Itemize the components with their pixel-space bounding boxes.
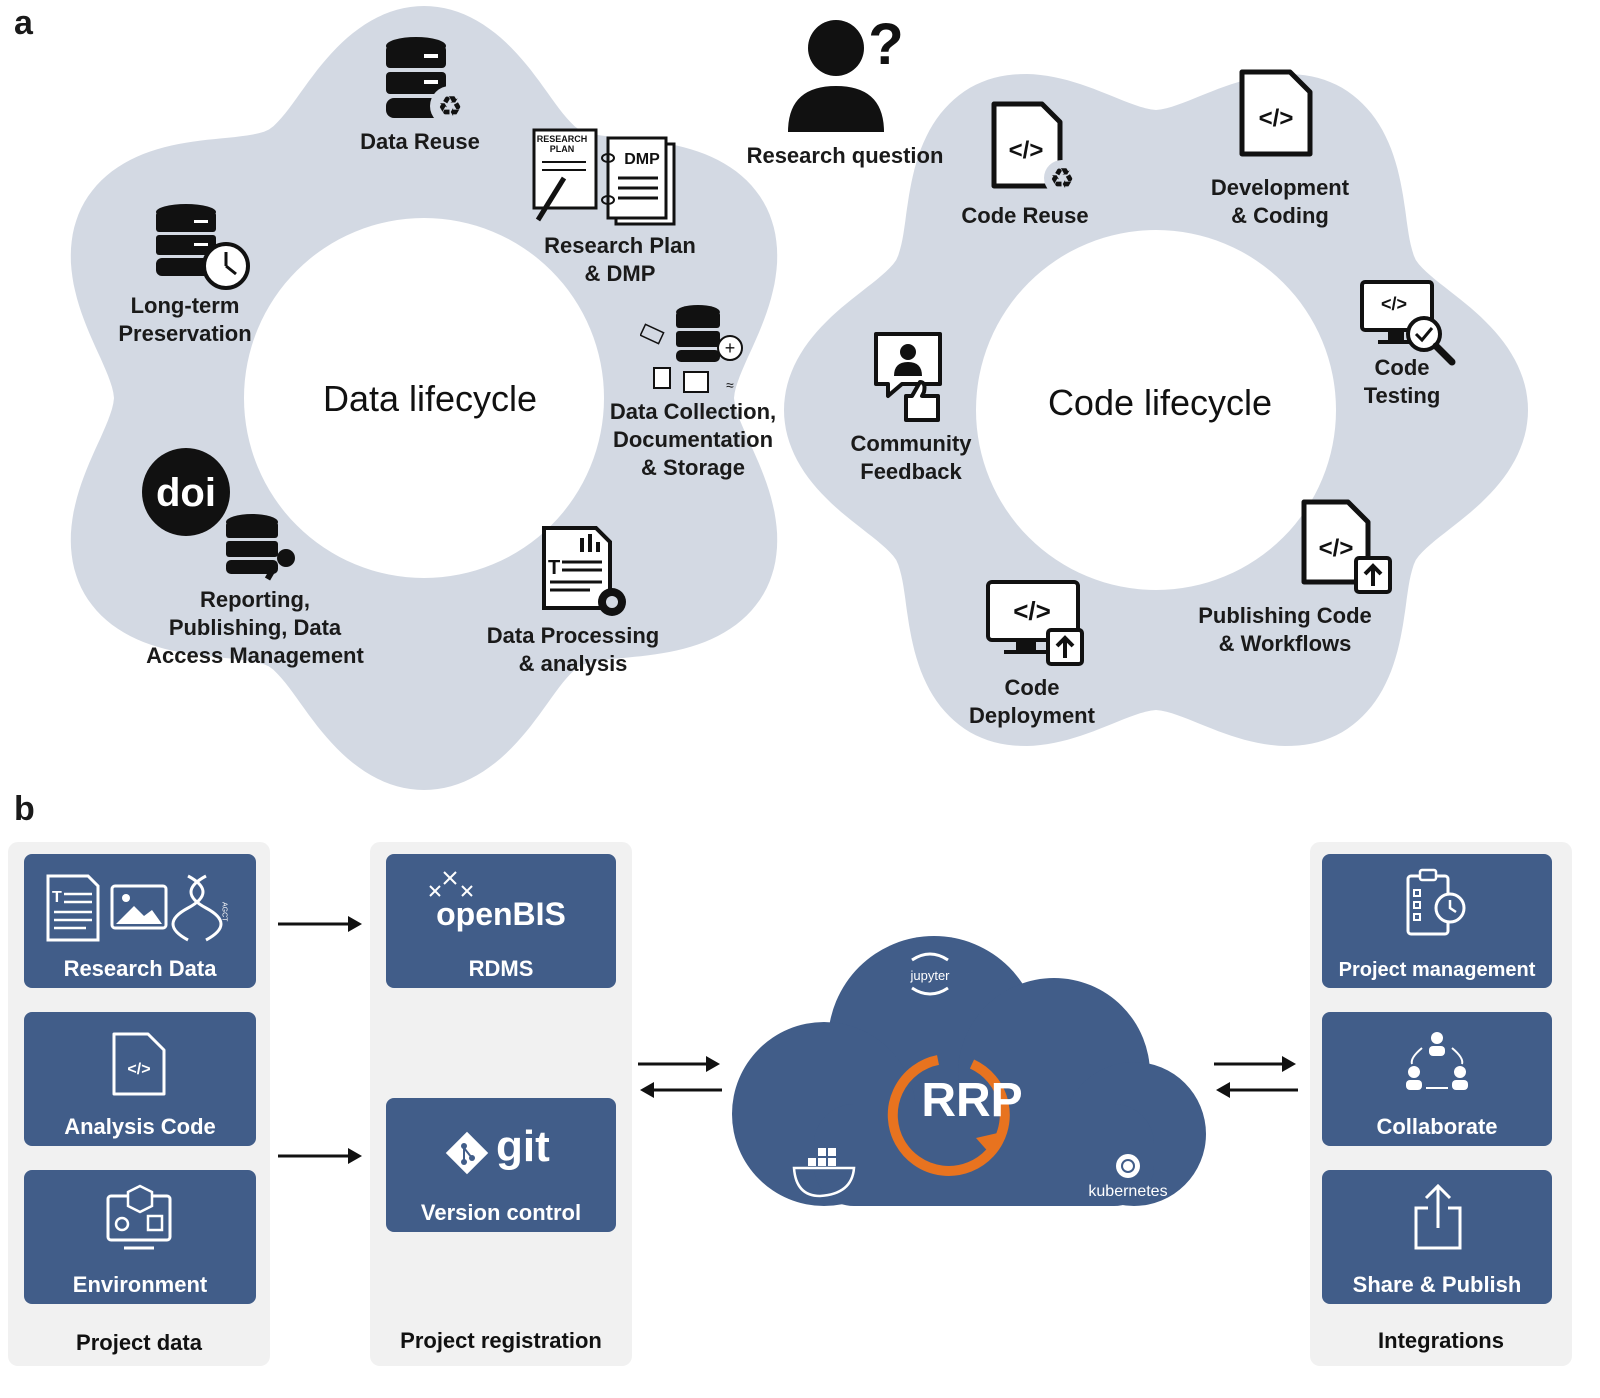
kubernetes-logo: kubernetes xyxy=(1088,1154,1168,1200)
svg-text:</>: </> xyxy=(1319,535,1354,562)
svg-text:≈: ≈ xyxy=(726,377,734,393)
arrow-bidirectional-registration-cloud xyxy=(638,1056,722,1098)
code-file-icon: </> xyxy=(112,1032,166,1096)
column-title: Project data xyxy=(76,1330,202,1355)
panel-label-a: a xyxy=(14,4,33,42)
doi-database-key-icon: doi xyxy=(142,448,295,581)
column-title: Project registration xyxy=(400,1328,602,1353)
code-file-icon: </> xyxy=(1239,69,1313,157)
svg-text:T: T xyxy=(548,557,560,579)
svg-text:</>: </> xyxy=(127,1061,150,1078)
gear-hole xyxy=(976,230,1336,590)
rrp-orange-arc xyxy=(887,1055,1010,1176)
people-cycle-icon xyxy=(1406,1032,1468,1090)
clipboard-clock-icon xyxy=(1406,868,1466,936)
share-upload-icon xyxy=(1414,1183,1462,1250)
doi-text: doi xyxy=(156,471,216,515)
git-logo-icon xyxy=(445,1131,489,1175)
person-question-icon: ? xyxy=(788,12,904,132)
card-analysis-code: </> Analysis Code xyxy=(24,1012,256,1146)
svg-text:</>: </> xyxy=(1009,137,1044,164)
openbis-logo: openBIS xyxy=(436,896,566,932)
arrow-bidirectional-cloud-integrations xyxy=(1214,1056,1298,1098)
code-file-upload-icon: </> xyxy=(1301,499,1392,594)
svg-text:?: ? xyxy=(868,12,903,77)
svg-text:jupyter: jupyter xyxy=(909,968,950,983)
data-lifecycle-title: Data lifecycle xyxy=(322,378,538,419)
svg-text:</>: </> xyxy=(1259,105,1294,132)
arrow-research-data-to-rdms xyxy=(278,916,362,932)
docker-logo xyxy=(792,1148,856,1198)
card-rdms: openBIS RDMS xyxy=(386,854,616,988)
rrp-cloud: jupyter RRP kubernetes xyxy=(732,936,1206,1206)
card-environment: Environment xyxy=(24,1170,256,1304)
card-collaborate: Collaborate xyxy=(1322,1012,1552,1146)
card-research-data: T AGCT Research Data xyxy=(24,854,256,988)
monitor-code-upload-icon: </> xyxy=(986,580,1084,666)
panel-label-b: b xyxy=(14,790,35,828)
document-image-dna-icon: T AGCT xyxy=(46,874,228,942)
code-file-recycle-icon: </> ♻ xyxy=(991,101,1080,196)
svg-text:♻: ♻ xyxy=(437,91,462,122)
jupyter-logo: jupyter xyxy=(909,952,950,996)
monitor-bug-magnifier-icon: </> xyxy=(1360,280,1456,366)
svg-text:kubernetes: kubernetes xyxy=(1088,1183,1167,1200)
arrow-analysis-code-to-git xyxy=(278,1148,362,1164)
rrp-logo-text: RRP xyxy=(921,1074,1022,1127)
svg-text:DMP: DMP xyxy=(624,151,660,168)
svg-text:T: T xyxy=(52,889,62,906)
svg-text:</>: </> xyxy=(1013,596,1051,626)
svg-text:</>: </> xyxy=(1381,294,1407,314)
gear-hole xyxy=(244,218,604,578)
svg-text:PLAN: PLAN xyxy=(550,144,575,154)
card-version-control: git Version control xyxy=(386,1098,616,1232)
card-project-management: Project management xyxy=(1322,854,1552,988)
code-lifecycle-title: Code lifecycle xyxy=(1047,382,1273,423)
card-share-publish: Share & Publish xyxy=(1322,1170,1552,1304)
database-clock-icon xyxy=(156,204,250,290)
report-gear-icon: T xyxy=(542,526,626,616)
git-logo: git xyxy=(496,1122,550,1171)
openbis-logo-icon xyxy=(429,871,473,897)
svg-text:+: + xyxy=(725,338,736,358)
column-title: Integrations xyxy=(1378,1328,1504,1353)
environment-monitor-icon xyxy=(106,1184,172,1250)
svg-text:RESEARCH: RESEARCH xyxy=(537,134,588,144)
svg-text:♻: ♻ xyxy=(1049,163,1074,194)
database-add-icon: + ≈ xyxy=(640,305,743,393)
database-recycle-icon: ♻ xyxy=(386,37,470,126)
research-plan-dmp-icon: RESEARCH PLAN DMP xyxy=(532,128,676,226)
chat-person-thumbsup-icon xyxy=(874,332,942,422)
dna-text: AGCT xyxy=(221,902,228,922)
